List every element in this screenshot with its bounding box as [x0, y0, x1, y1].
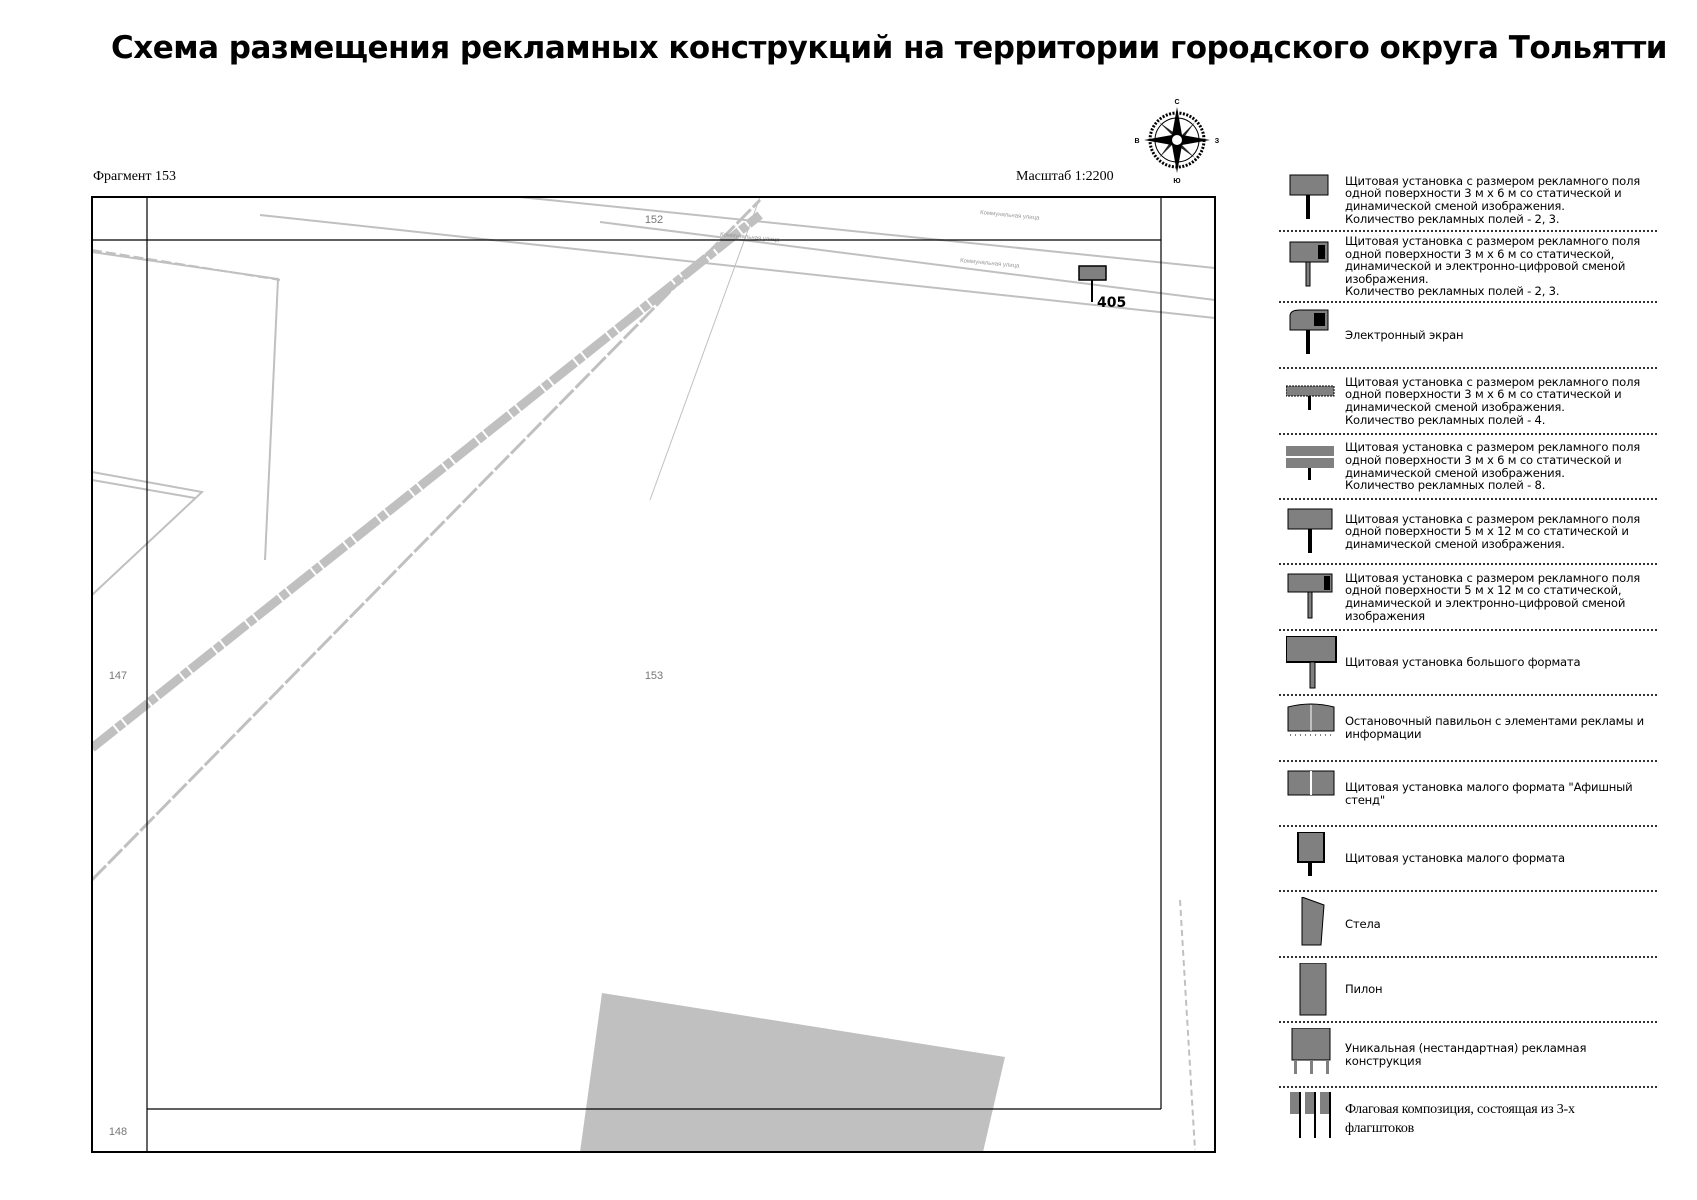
fragment-label: Фрагмент 153: [93, 169, 177, 184]
legend-item-label: Флаговая композиция, состоящая из 3-х фл…: [1345, 1102, 1575, 1136]
street-label: Коммунальная улица: [720, 232, 780, 244]
compass-north: С: [1174, 99, 1179, 106]
legend-item: Щитовая установка с размером рекламного …: [1279, 565, 1657, 631]
legend-item: Щитовая установка с размером рекламного …: [1279, 500, 1657, 565]
flag-composition-icon: [1279, 1092, 1345, 1146]
legend-item: Щитовая установка с размером рекламного …: [1279, 232, 1657, 303]
legend-item-label: Электронный экран: [1345, 327, 1464, 342]
billboard-3x6-digital-icon: [1279, 240, 1345, 294]
street-label: Коммунальная улица: [960, 258, 1020, 270]
billboard-5x12-digital-icon: [1279, 570, 1345, 624]
legend-item-label: Пилон: [1345, 982, 1383, 997]
billboard-8-fields-icon: [1279, 440, 1345, 494]
legend-item-label: Щитовая установка с размером рекламного …: [1345, 440, 1641, 493]
electronic-screen-icon: [1279, 308, 1345, 362]
legend-item-label: Стела: [1345, 916, 1381, 931]
legend-item-label: Щитовая установка с размером рекламного …: [1345, 173, 1641, 226]
legend-item: Уникальная (нестандартная) рекламная кон…: [1279, 1023, 1657, 1088]
compass-west: В: [1134, 138, 1139, 145]
railway-band: [92, 211, 763, 752]
billboard-3x6-icon: [1078, 265, 1107, 281]
legend-item: Флаговая композиция, состоящая из 3-х фл…: [1279, 1088, 1657, 1150]
page-title: Схема размещения рекламных конструкций н…: [110, 30, 1668, 66]
large-format-billboard-icon: [1279, 635, 1345, 690]
legend-item: Щитовая установка малого формата: [1279, 827, 1657, 892]
compass-east: З: [1215, 138, 1220, 145]
legend-item: Стела: [1279, 892, 1657, 958]
building-area: [580, 993, 1005, 1152]
legend-item-label: Щитовая установка малого формата: [1345, 851, 1565, 866]
unique-structure-icon: [1279, 1027, 1345, 1082]
street-label: Коммунальная улица: [980, 210, 1040, 222]
legend-item: Щитовая установка большого формата: [1279, 631, 1657, 696]
billboard-5x12-icon: [1279, 505, 1345, 559]
legend-item-label: Щитовая установка с размером рекламного …: [1345, 511, 1641, 551]
sheet-label: 148: [109, 1126, 127, 1138]
sheet-labels: 152 153 147 148: [109, 214, 663, 1138]
billboard-sign-405[interactable]: 405: [1078, 265, 1126, 311]
stele-icon: [1279, 897, 1345, 951]
legend-item: Пилон: [1279, 958, 1657, 1023]
legend-item: Остановочный павильон с элементами рекла…: [1279, 696, 1657, 762]
legend-item: Щитовая установка с размером рекламного …: [1279, 170, 1657, 232]
legend-item-label: Щитовая установка с размером рекламного …: [1345, 234, 1641, 299]
legend-item: Щитовая установка с размером рекламного …: [1279, 435, 1657, 500]
billboard-4-fields-icon: [1279, 374, 1345, 428]
legend: Щитовая установка с размером рекламного …: [1279, 170, 1657, 1150]
legend-item-label: Уникальная (нестандартная) рекламная кон…: [1345, 1040, 1587, 1068]
small-format-sign-icon: [1279, 831, 1345, 886]
compass-rose-icon: С Ю В З: [1134, 99, 1219, 185]
legend-item: Щитовая установка с размером рекламного …: [1279, 369, 1657, 435]
poster-stand-icon: [1279, 767, 1345, 821]
road-line: [92, 198, 762, 882]
billboard-3x6-icon: [1279, 173, 1345, 227]
sheet-label: 152: [645, 214, 663, 226]
legend-item-label: Остановочный павильон с элементами рекла…: [1345, 714, 1644, 741]
legend-item: Электронный экран: [1279, 303, 1657, 369]
sign-id-label: 405: [1097, 295, 1126, 311]
map-frame: [91, 196, 1216, 1153]
sheet-label: 147: [109, 670, 127, 682]
sheet-label: 153: [645, 670, 663, 682]
bus-stop-pavilion-icon: [1279, 701, 1345, 755]
compass-south: Ю: [1173, 178, 1180, 185]
pylon-icon: [1279, 962, 1345, 1017]
legend-item-label: Щитовая установка большого формата: [1345, 655, 1581, 670]
map-features: Коммунальная улица Коммунальная улица Ко…: [92, 197, 1215, 1152]
legend-item: Щитовая установка малого формата "Афишны…: [1279, 762, 1657, 827]
legend-item-label: Щитовая установка малого формата "Афишны…: [1345, 779, 1633, 807]
streets: [92, 197, 1215, 1151]
scale-label: Масштаб 1:2200: [1016, 169, 1114, 184]
legend-item-label: Щитовая установка с размером рекламного …: [1345, 570, 1641, 623]
legend-item-label: Щитовая установка с размером рекламного …: [1345, 374, 1641, 427]
